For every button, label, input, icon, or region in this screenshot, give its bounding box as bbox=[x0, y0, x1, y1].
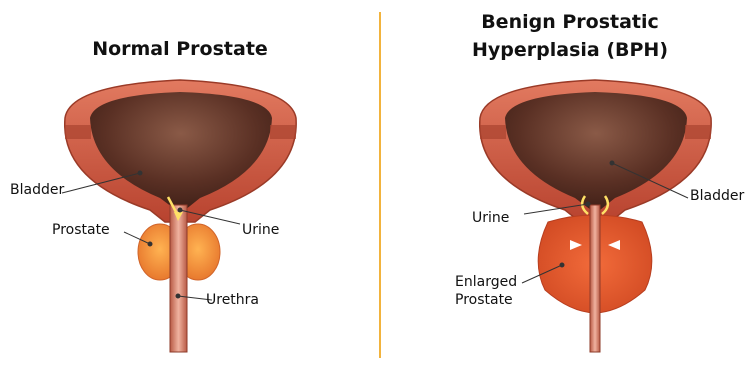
normal-urethra bbox=[170, 205, 187, 352]
bph-enlarged-label-line2: Prostate bbox=[455, 292, 513, 308]
normal-urine-label: Urine bbox=[242, 222, 279, 238]
bph-bladder bbox=[480, 80, 711, 222]
normal-urethra-label: Urethra bbox=[206, 292, 259, 308]
bph-urethra bbox=[590, 205, 600, 352]
bph-urine-label: Urine bbox=[472, 210, 509, 226]
normal-bladder bbox=[65, 80, 296, 222]
bph-enlarged-label-line1: Enlarged bbox=[455, 274, 517, 290]
normal-prostate-label: Prostate bbox=[52, 222, 110, 238]
normal-bladder-label: Bladder bbox=[10, 182, 64, 198]
bph-bladder-label: Bladder bbox=[690, 188, 744, 204]
